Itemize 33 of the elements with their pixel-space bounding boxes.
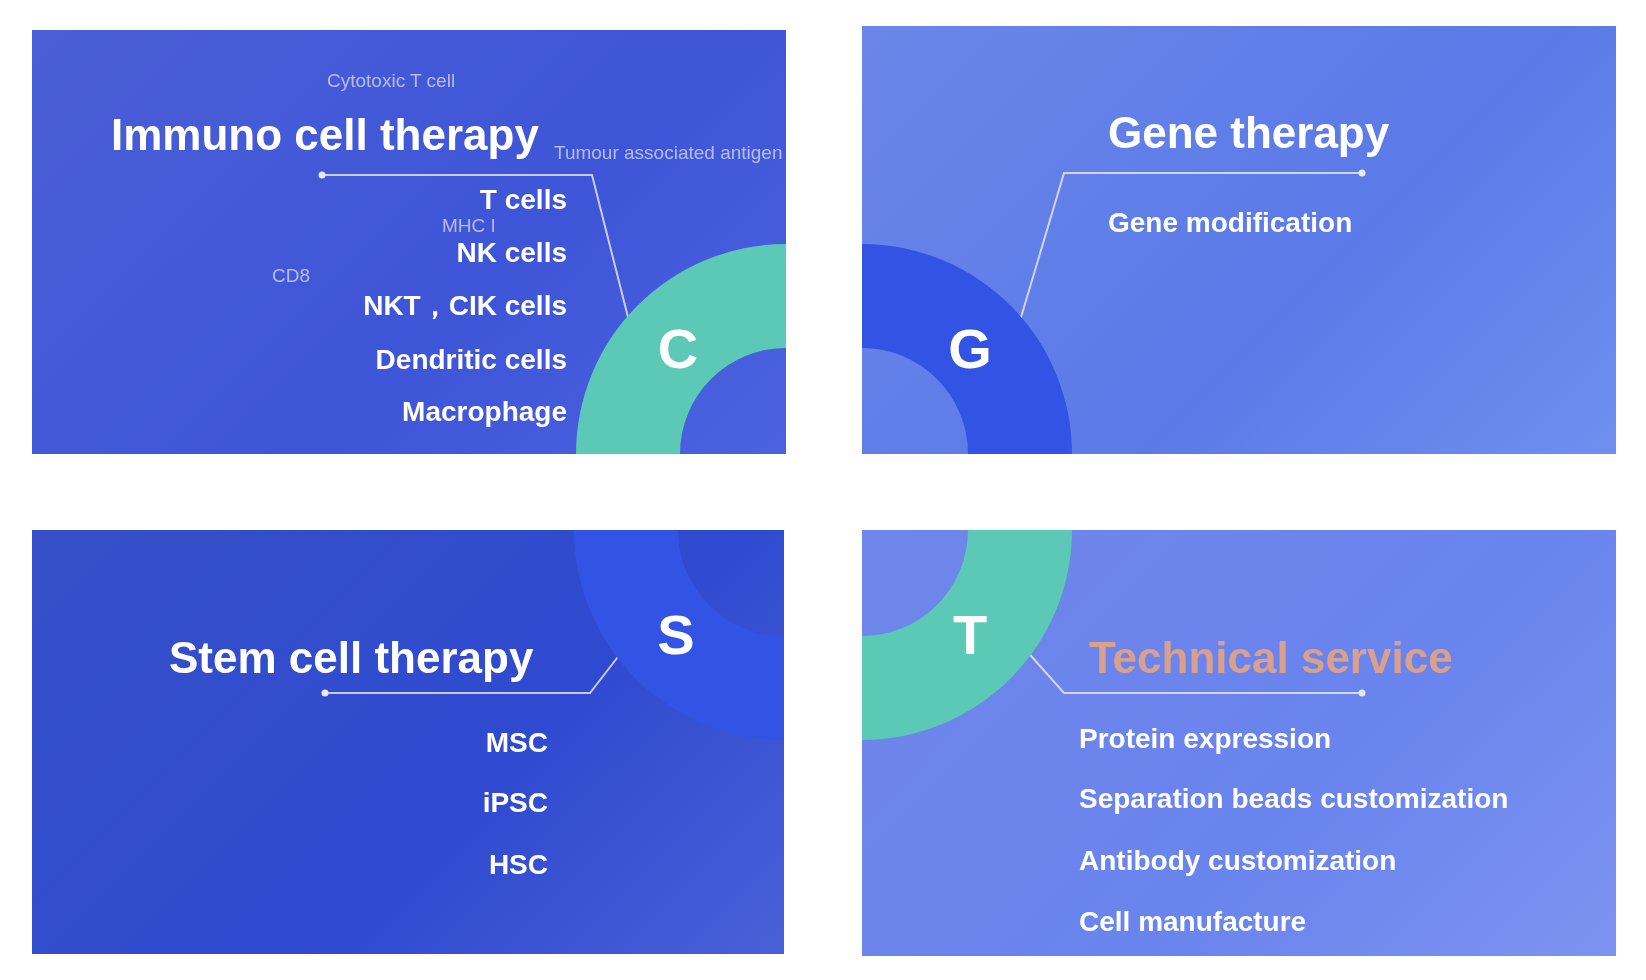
ring-letter: T: [952, 607, 988, 663]
list-item: HSC: [488, 849, 548, 881]
list-item: Separation beads customization: [1079, 783, 1509, 815]
list-item: MSC: [485, 727, 548, 759]
ring-letter: C: [657, 321, 699, 377]
list-item: NKT，CIK cells: [363, 290, 567, 322]
quarter-ring: [862, 530, 1072, 740]
list-item: Protein expression: [1079, 723, 1332, 755]
list-item: NK cells: [456, 237, 567, 269]
quarter-ring: [862, 244, 1072, 454]
ring-letter: G: [948, 321, 992, 377]
panel-title: Technical service: [1089, 633, 1453, 683]
background-text: Cytotoxic T cell: [327, 70, 456, 92]
list-item: Dendritic cells: [375, 344, 567, 376]
list-item: T cells: [479, 184, 567, 216]
background-text: CD8: [272, 265, 310, 287]
list-item: Antibody customization: [1079, 845, 1397, 877]
panel-title: Stem cell therapy: [169, 633, 534, 683]
therapy-panel: [862, 530, 1616, 956]
list-item: iPSC: [482, 787, 548, 819]
therapy-panel: [862, 26, 1616, 454]
list-item: Cell manufacture: [1079, 906, 1307, 938]
therapy-panel: [32, 30, 786, 454]
panel-title: Immuno cell therapy: [111, 110, 539, 160]
list-item: Gene modification: [1108, 207, 1353, 239]
quarter-ring: [574, 530, 784, 740]
background-text: Tumour associated antigen: [554, 142, 783, 164]
ring-letter: S: [657, 607, 695, 663]
list-item: Macrophage: [402, 396, 567, 428]
quarter-ring: [576, 244, 786, 454]
therapy-panel: [32, 530, 784, 954]
background-text: MHC I: [442, 215, 496, 237]
panel-title: Gene therapy: [1108, 108, 1390, 158]
